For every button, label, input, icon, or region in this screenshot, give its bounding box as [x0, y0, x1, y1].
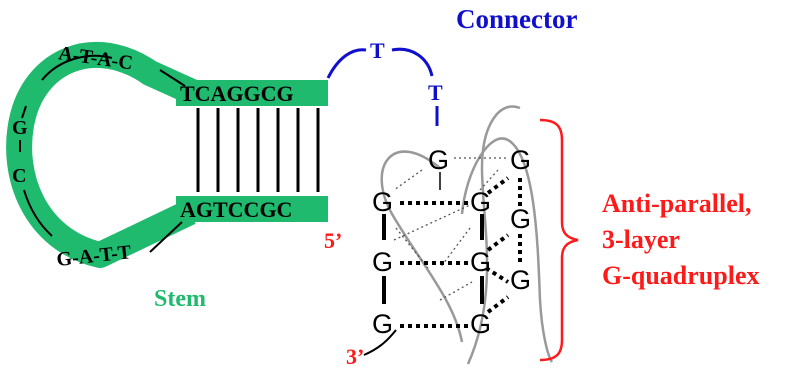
diagonal-hbonds	[393, 157, 506, 301]
hbond-line	[393, 169, 423, 191]
helix-backbone	[466, 105, 521, 365]
annotation-line-1: Anti-parallel,	[602, 189, 752, 218]
loop-backbone-top	[41, 54, 113, 81]
thick-hbonds	[400, 176, 522, 328]
top-strand-bar	[176, 80, 328, 106]
loop-backbone-topright	[159, 69, 186, 87]
guanine-base: G	[510, 145, 531, 175]
annotation-line-3: G-quadruplex	[602, 261, 760, 290]
loop-backbone-bottomright	[149, 221, 183, 253]
guanine-base: G	[372, 187, 393, 217]
guanine-base: G	[372, 309, 393, 339]
bottom-strand-bar	[176, 196, 328, 222]
connector: T T Connector	[326, 4, 577, 126]
top-strand-sequence: TCAGGCG	[180, 81, 294, 106]
guanine-base: G	[428, 145, 449, 175]
strand-links	[382, 214, 484, 304]
guanine-base: G	[372, 247, 393, 277]
guanine-base: G	[470, 187, 491, 217]
loop-backbone-left	[21, 105, 27, 119]
hbond-line	[393, 204, 471, 241]
annotation-line-2: 3-layer	[602, 225, 680, 254]
quadruplex-annotation: Anti-parallel, 3-layer G-quadruplex	[602, 189, 760, 290]
connector-base-2: T	[428, 80, 443, 105]
helix-backbone	[460, 137, 554, 363]
guanine-bases: G G G G G G G G G G	[372, 145, 531, 339]
hbond-line	[439, 227, 471, 269]
guanine-base: G	[470, 309, 491, 339]
five-prime-label: 5’	[324, 228, 342, 253]
connector-label: Connector	[456, 4, 577, 34]
bottom-strand-sequence: AGTCCGC	[180, 197, 292, 222]
helix-backbone	[363, 329, 397, 356]
three-prime-label: 3’	[346, 344, 364, 369]
guanine-base: G	[510, 204, 531, 234]
stem-label: Stem	[154, 286, 206, 312]
loop-backbone-bottomleft	[23, 189, 53, 237]
quadruplex-brace	[539, 118, 579, 362]
hbond-line	[395, 227, 429, 269]
g-quadruplex: G G G G G G G G G G 3’ Anti-parallel, 3-…	[346, 105, 760, 369]
hbond-line	[439, 281, 473, 301]
guanine-base: G	[510, 265, 531, 295]
connector-link	[326, 48, 367, 79]
guanine-base: G	[470, 247, 491, 277]
helix-backbone	[380, 150, 464, 343]
connector-link	[391, 47, 434, 77]
loop-left-base-2: C	[12, 165, 26, 187]
connector-base-1: T	[370, 38, 385, 63]
loop-band	[6, 42, 198, 268]
base-pair-lines	[196, 108, 320, 192]
stem-loop: A-T-A-C G C G-A-T-T TCAGGCG AGTCCGC 5’ S…	[6, 42, 342, 312]
loop-left-base-1: G	[12, 117, 28, 139]
